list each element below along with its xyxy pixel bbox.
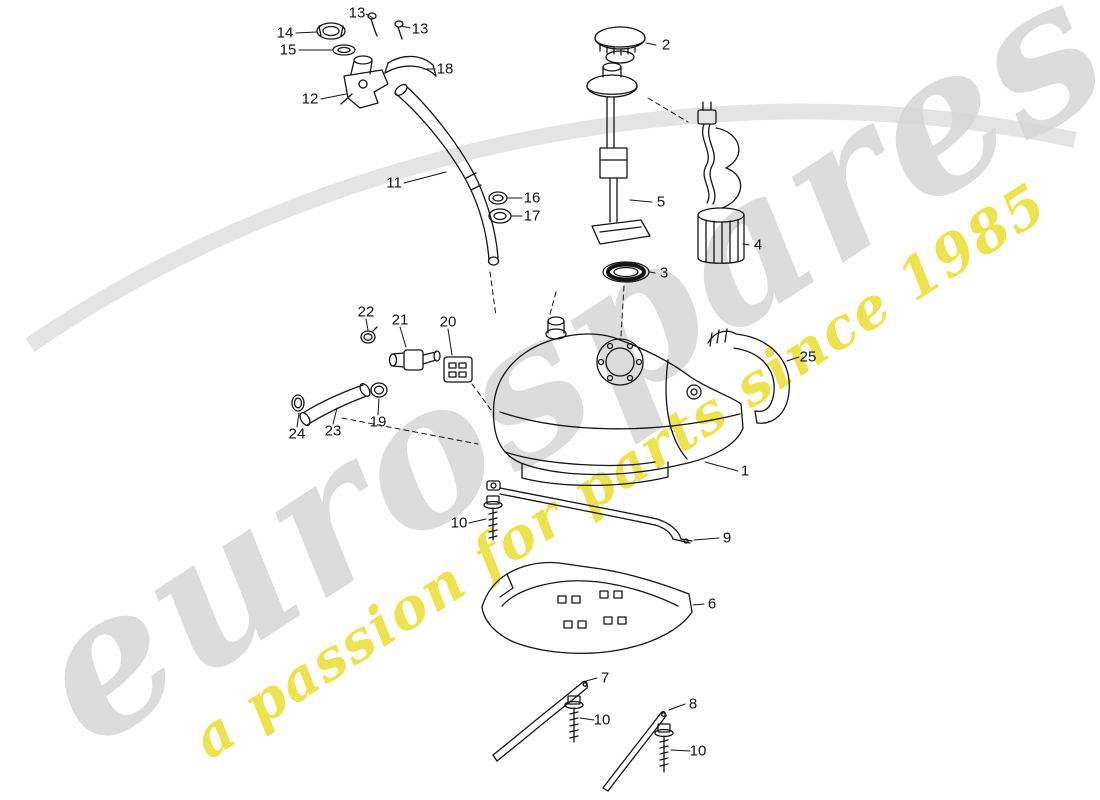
part-label-8: 8 — [688, 695, 698, 713]
part-8-strap — [602, 710, 667, 792]
part-23-hose — [299, 382, 371, 427]
part-label-9: 9 — [722, 529, 732, 547]
part-14-cap — [316, 22, 346, 40]
part-4-fuel-pump — [697, 101, 745, 264]
leader-lines — [295, 13, 800, 752]
part-20-connector — [443, 356, 473, 383]
part-10-screw-lower — [654, 723, 674, 773]
part-15-seal — [332, 44, 356, 56]
part-label-21: 21 — [391, 311, 409, 329]
part-16-ring — [488, 191, 508, 205]
part-label-22: 22 — [357, 303, 375, 321]
part-24-clamp — [291, 394, 305, 412]
part-17-ring — [488, 208, 512, 224]
part-label-1: 1 — [740, 462, 750, 480]
part-12-bracket — [340, 55, 389, 109]
part-25-hose — [707, 328, 790, 424]
part-3-seal-ring — [602, 261, 650, 283]
part-label-18: 18 — [436, 60, 454, 78]
part-label-23: 23 — [324, 422, 342, 440]
part-6-cover — [481, 561, 693, 655]
part-label-24: 24 — [288, 425, 306, 443]
part-label-10: 10 — [450, 514, 468, 532]
part-13-screws — [367, 12, 404, 40]
part-label-14: 14 — [276, 24, 294, 42]
part-label-12: 12 — [301, 90, 319, 108]
part-22-clamp — [360, 326, 378, 344]
part-11-filler-pipe — [394, 83, 500, 266]
part-label-4: 4 — [753, 236, 763, 254]
part-7-strap — [492, 680, 588, 762]
part-9-strap — [486, 480, 693, 544]
part-19-clamp — [370, 382, 388, 398]
part-label-3: 3 — [659, 264, 669, 282]
part-1-fuel-tank — [492, 316, 744, 487]
part-label-11: 11 — [386, 174, 402, 192]
part-label-25: 25 — [799, 348, 817, 366]
part-10-screw-upper — [483, 495, 503, 541]
part-2-filler-cap — [594, 26, 646, 64]
part-label-13: 13 — [411, 20, 429, 38]
part-5-level-sender — [586, 62, 651, 245]
part-label-10: 10 — [689, 742, 707, 760]
part-label-20: 20 — [439, 313, 457, 331]
part-label-10: 10 — [593, 711, 611, 729]
dashed-guide-lines — [341, 97, 689, 445]
part-label-6: 6 — [707, 595, 717, 613]
part-label-15: 15 — [279, 41, 297, 59]
part-label-17: 17 — [523, 207, 541, 225]
part-18-vent-pipe — [384, 55, 437, 77]
part-label-13: 13 — [348, 4, 366, 22]
part-10-screw-middle — [564, 695, 584, 743]
part-label-16: 16 — [523, 189, 541, 207]
part-21-valve — [388, 349, 441, 371]
part-label-19: 19 — [369, 413, 387, 431]
part-label-7: 7 — [600, 669, 610, 687]
part-label-2: 2 — [661, 36, 671, 54]
part-label-5: 5 — [656, 193, 666, 211]
